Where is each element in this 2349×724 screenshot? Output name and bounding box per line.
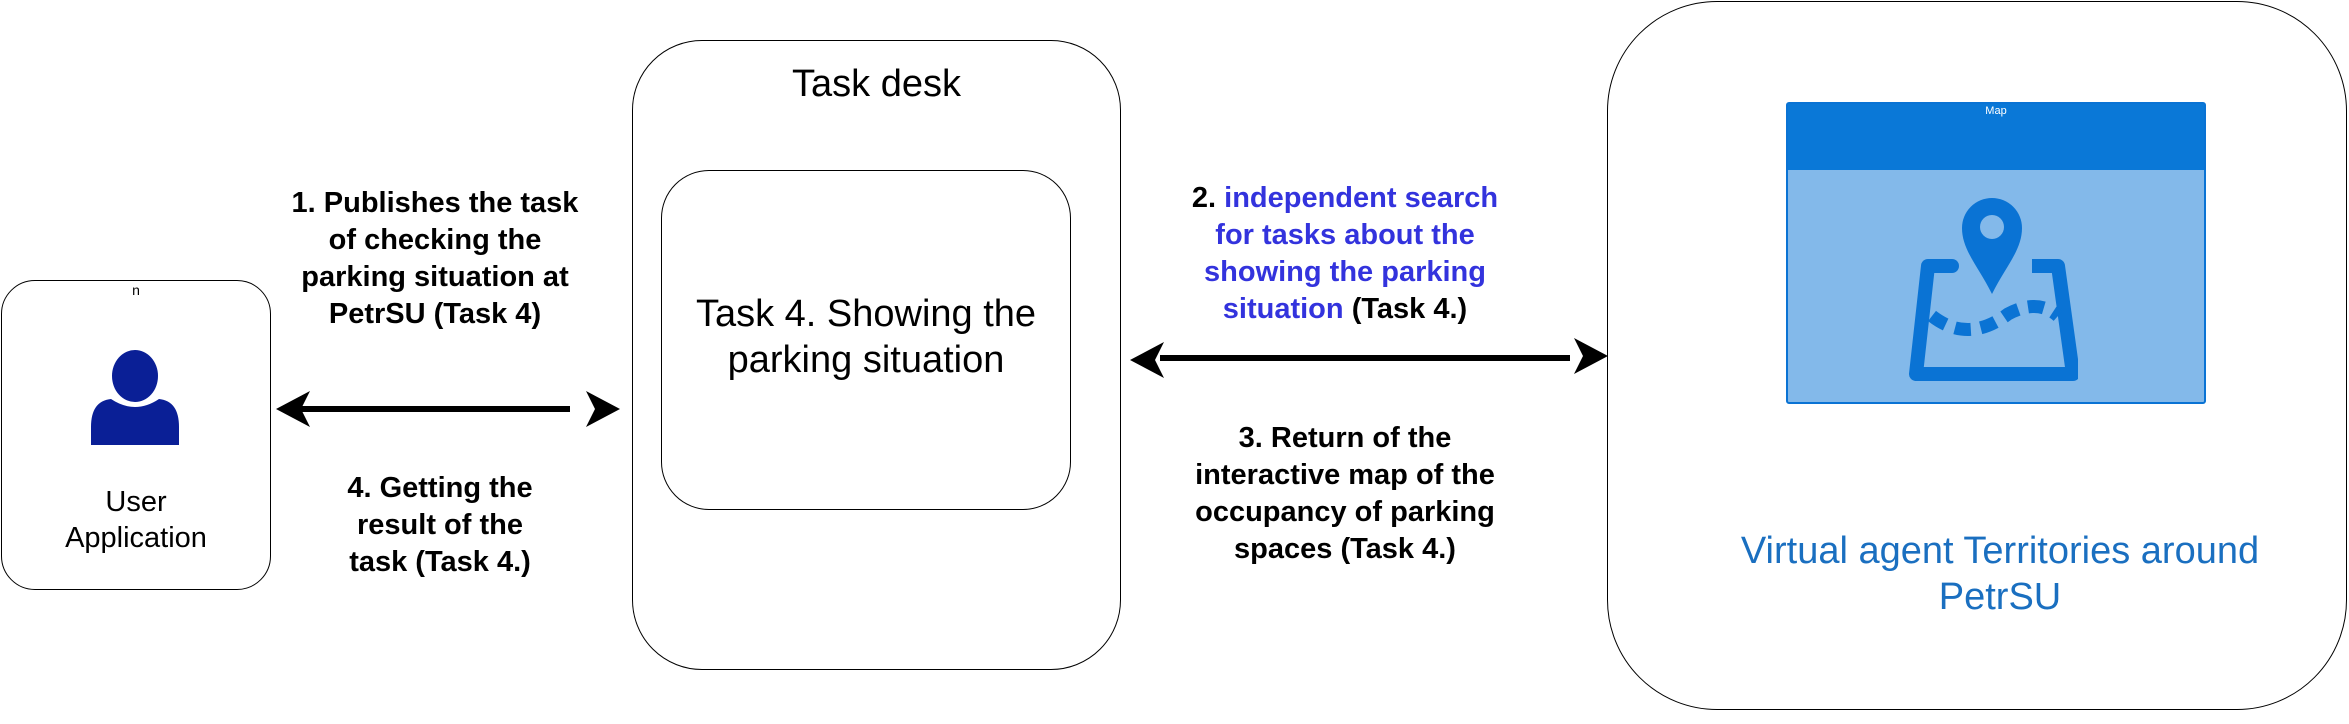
step-1-label: 1. Publishes the task of checking the pa… bbox=[291, 187, 579, 330]
user-label: User Application bbox=[65, 486, 207, 554]
step-3-label: 3. Return of the interactive map of the … bbox=[1195, 422, 1495, 565]
step-4-label: 4. Getting the result of the task (Task … bbox=[347, 472, 533, 578]
user-application-box: n User Application bbox=[1, 280, 271, 590]
map-window: Map bbox=[1786, 102, 2206, 404]
arrow-taskdesk-agent bbox=[1130, 338, 1608, 378]
user-icon bbox=[91, 350, 179, 445]
map-window-header: Map bbox=[1788, 104, 2204, 170]
map-pin-icon bbox=[1909, 198, 2078, 381]
task-4-card: Task 4. Showing the parking situation bbox=[661, 170, 1071, 510]
task-desk-title: Task desk bbox=[792, 63, 961, 105]
arrow-user-taskdesk bbox=[276, 391, 620, 427]
task-4-label: Task 4. Showing the parking situation bbox=[695, 293, 1037, 381]
map-window-title: Map bbox=[1985, 105, 2007, 117]
user-corner-label: n bbox=[132, 282, 140, 298]
virtual-agent-label: Virtual agent Territories around PetrSU bbox=[1740, 530, 2260, 618]
step-2-label: 2. independent search for tasks about th… bbox=[1191, 182, 1499, 325]
